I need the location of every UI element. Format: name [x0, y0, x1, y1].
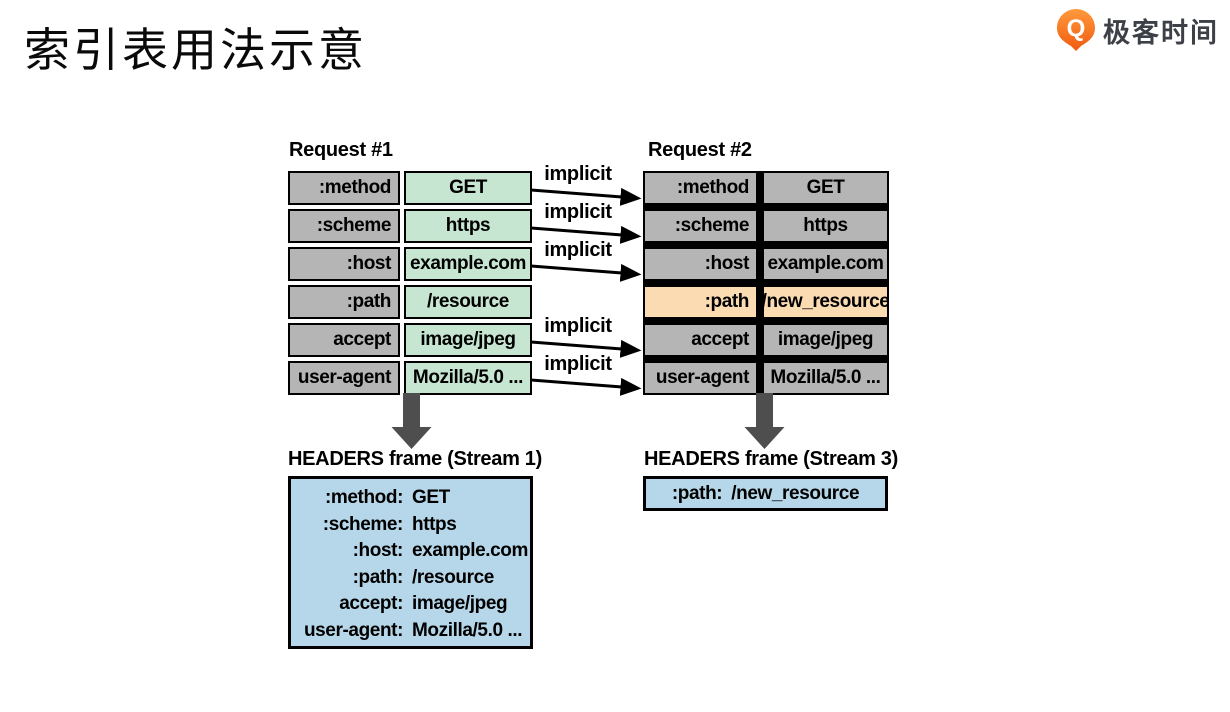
header-value-cell: https [404, 209, 532, 243]
frame-line-key: accept: [339, 593, 403, 615]
header-name-cell: :method [288, 171, 400, 205]
implicit-label: implicit [544, 163, 612, 185]
table-row: :method GET [643, 171, 889, 205]
header-value-cell: https [762, 209, 889, 243]
implicit-label: implicit [544, 201, 612, 223]
page-title: 索引表用法示意 [24, 24, 367, 76]
table-row: user-agent Mozilla/5.0 ... [643, 361, 889, 395]
header-name-cell: accept [643, 323, 758, 357]
header-name-cell: :host [288, 247, 400, 281]
header-name-cell: :path [288, 285, 400, 319]
geektime-logo-icon: Q [1057, 9, 1095, 51]
table-row: :host example.com [643, 247, 889, 281]
header-name-cell: :host [643, 247, 758, 281]
header-name-cell: :scheme [643, 209, 758, 243]
frame-line-value: /new_resource [731, 482, 860, 504]
frame-line-value: example.com [412, 540, 528, 562]
frame-line-value: /resource [412, 566, 494, 588]
frame-line: :method: GET [297, 485, 524, 512]
table-row: :scheme https [643, 209, 889, 243]
request1-table: :method GET :scheme https :host example.… [288, 171, 532, 395]
geektime-logo-text: 极客时间 [1103, 17, 1219, 48]
implicit-arrow-accept [530, 339, 642, 358]
header-name-cell: :method [643, 171, 758, 205]
frame1-box: :method: GET :scheme: https :host: examp… [288, 476, 533, 649]
header-value-cell: example.com [404, 247, 532, 281]
frame-line-value: GET [412, 487, 450, 509]
header-value-cell: image/jpeg [762, 323, 889, 357]
frame-line: :path: /resource [297, 565, 524, 592]
down-arrow-right [744, 393, 785, 449]
implicit-arrow-scheme [530, 225, 642, 244]
header-value-cell: Mozilla/5.0 ... [404, 361, 532, 395]
frame-line-key: user-agent: [303, 619, 403, 641]
frame-line-key: :scheme: [322, 513, 404, 535]
header-value-cell: example.com [762, 247, 889, 281]
header-value-cell: GET [762, 171, 889, 205]
frame-line-key: :host: [352, 540, 404, 562]
header-value-cell: /new_resource [762, 285, 889, 319]
frame-line: accept: image/jpeg [297, 591, 524, 618]
request1-label: Request #1 [289, 139, 393, 161]
header-name-cell: user-agent [288, 361, 400, 395]
table-row: accept image/jpeg [643, 323, 889, 357]
frame2-label: HEADERS frame (Stream 3) [644, 448, 898, 470]
frame-line: :scheme: https [297, 512, 524, 539]
svg-text:Q: Q [1067, 15, 1086, 42]
implicit-arrow-method [530, 187, 642, 206]
table-row: user-agent Mozilla/5.0 ... [288, 361, 532, 395]
table-row: :host example.com [288, 247, 532, 281]
table-row: :scheme https [288, 209, 532, 243]
implicit-label: implicit [544, 315, 612, 337]
table-row-highlighted: :path /new_resource [643, 285, 889, 319]
header-name-cell: user-agent [643, 361, 758, 395]
header-name-cell: :scheme [288, 209, 400, 243]
implicit-label: implicit [544, 239, 612, 261]
implicit-arrow-host [530, 263, 642, 282]
header-value-cell: image/jpeg [404, 323, 532, 357]
table-row: accept image/jpeg [288, 323, 532, 357]
implicit-label: implicit [544, 353, 612, 375]
frame-line-value: image/jpeg [412, 593, 508, 615]
implicit-arrow-useragent [530, 377, 642, 396]
header-value-cell: Mozilla/5.0 ... [762, 361, 889, 395]
table-row: :method GET [288, 171, 532, 205]
frame-line-key: :method: [324, 487, 403, 509]
table-row: :path /resource [288, 285, 532, 319]
geektime-logo: Q 极客时间 [1056, 8, 1219, 52]
frame-line: user-agent: Mozilla/5.0 ... [297, 618, 524, 645]
request2-table: :method GET :scheme https :host example.… [643, 171, 889, 395]
frame-line-value: Mozilla/5.0 ... [412, 619, 523, 641]
request2-label: Request #2 [648, 139, 752, 161]
frame-line: :host: example.com [297, 538, 529, 565]
frame-line-value: https [412, 513, 457, 535]
frame2-box: :path: /new_resource [643, 476, 888, 511]
frame-line-key: :path: [671, 482, 723, 504]
frame1-label: HEADERS frame (Stream 1) [288, 448, 542, 470]
down-arrow-left [391, 393, 432, 449]
header-value-cell: GET [404, 171, 532, 205]
header-value-cell: /resource [404, 285, 532, 319]
header-name-cell: :path [643, 285, 758, 319]
frame-line-key: :path: [352, 566, 404, 588]
header-name-cell: accept [288, 323, 400, 357]
